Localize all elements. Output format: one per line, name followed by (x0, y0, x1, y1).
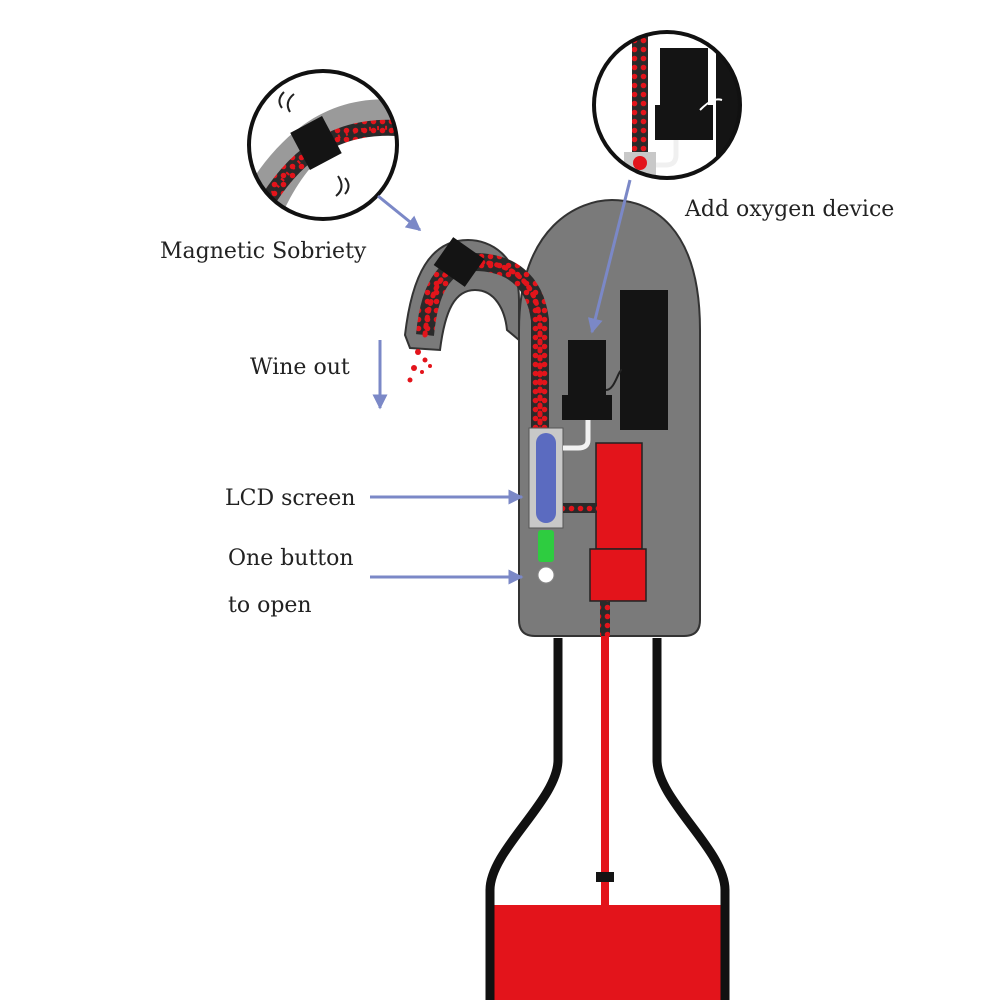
oxygen-arrow (587, 179, 632, 334)
label-lcd-screen: LCD screen (225, 486, 355, 511)
label-magnetic-sobriety: Magnetic Sobriety (160, 239, 367, 264)
aerator-body (403, 198, 701, 908)
wine-bottle (485, 638, 730, 1000)
led-indicator (538, 530, 554, 562)
oxygen-pump-base (562, 395, 612, 420)
label-add-oxygen-device: Add oxygen device (684, 197, 894, 222)
air-tube (563, 420, 591, 451)
magnet-block (433, 237, 485, 287)
magnetic-inset (247, 69, 399, 221)
oxygen-pump (568, 340, 606, 400)
pump-upper (595, 442, 643, 550)
battery-block (620, 290, 668, 430)
bottle-outline (485, 638, 730, 1000)
magnetic-arrow (377, 194, 422, 232)
pump-connector (563, 503, 597, 513)
open-button[interactable] (537, 566, 555, 584)
pump-lower (589, 548, 647, 602)
label-one-button: One button (228, 546, 354, 571)
oxygen-inset (592, 30, 742, 180)
wine-fill (490, 905, 725, 1000)
lcd-screen (536, 433, 556, 523)
label-to-open: to open (228, 593, 312, 618)
wine-drops (407, 349, 432, 383)
intake-tube (600, 601, 610, 636)
label-wine-out: Wine out (250, 355, 350, 380)
annotation-arrows (370, 179, 632, 585)
intake-straw (601, 636, 609, 908)
